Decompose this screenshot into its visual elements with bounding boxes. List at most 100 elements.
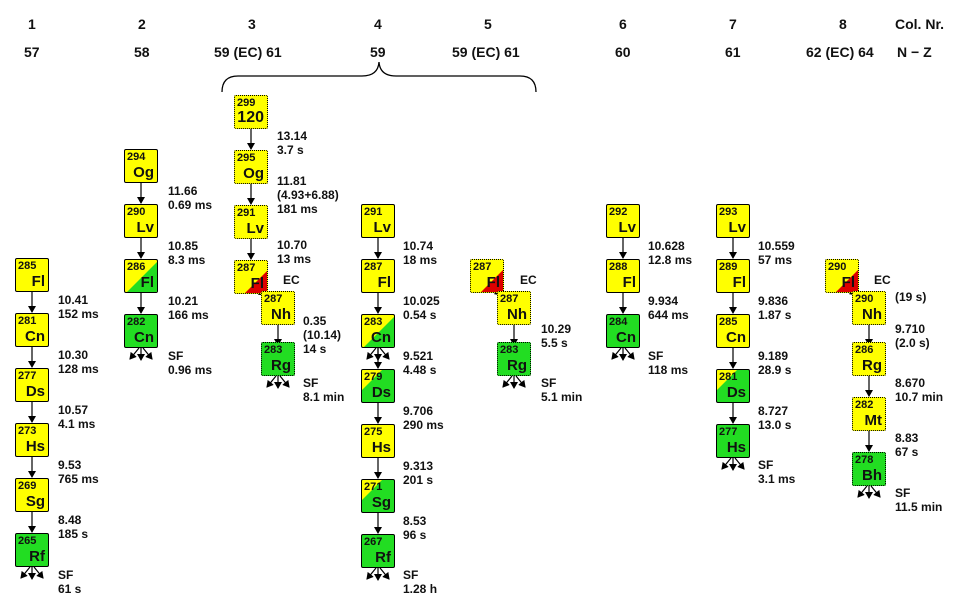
nuclide-red-fraction: [245, 271, 267, 293]
nuclide-red-fraction: [481, 270, 503, 292]
col-nr-3: 3: [248, 16, 256, 32]
ec-label: EC: [520, 273, 537, 287]
fission-arrow: [266, 375, 277, 388]
decay-time: 13.0 s: [758, 418, 792, 432]
decay-time: 181 ms: [277, 202, 318, 216]
decay-energy: SF: [403, 568, 419, 582]
nz-label: N − Z: [897, 44, 932, 60]
element-symbol: Cn: [25, 328, 45, 345]
element-symbol: Lv: [618, 219, 636, 236]
decay-energy: 11.66: [168, 184, 198, 198]
fission-arrow: [502, 375, 513, 388]
nz-2: 58: [134, 44, 150, 60]
decay-time: 118 ms: [648, 363, 689, 377]
decay-energy: 10.30: [58, 348, 89, 362]
decay-energy: 9.934: [648, 294, 679, 308]
element-symbol: Fl: [31, 273, 45, 290]
element-symbol: Hs: [25, 438, 45, 455]
element-symbol: Nh: [862, 306, 882, 323]
mass-number: 287: [237, 262, 256, 274]
mass-number: 287: [364, 261, 383, 273]
col-nr-1: 1: [28, 16, 36, 32]
decay-time: 96 s: [403, 528, 427, 542]
decay-energy: 10.559: [758, 239, 795, 253]
element-symbol: Rg: [271, 357, 291, 374]
col-nr-label: Col. Nr.: [895, 16, 945, 32]
fission-arrow: [379, 347, 390, 360]
element-symbol: Bh: [862, 467, 882, 484]
fission-arrow: [366, 567, 377, 580]
decay-energy: 10.41: [58, 293, 89, 307]
mass-number: 283: [500, 344, 519, 356]
decay-energy: 11.81: [277, 174, 307, 188]
decay-energy: 9.836: [758, 294, 789, 308]
element-symbol: Ds: [371, 384, 391, 401]
element-symbol: Fl: [377, 274, 391, 291]
element-symbol: Rf: [29, 548, 45, 565]
decay-energy: 0.35: [303, 314, 327, 328]
decay-extra: (10.14): [303, 328, 342, 342]
decay-energy: (19 s): [895, 290, 927, 304]
element-symbol: Fl: [622, 274, 636, 291]
decay-energy: SF: [895, 486, 911, 500]
element-symbol: Mt: [864, 412, 883, 429]
ec-label: EC: [283, 273, 300, 287]
decay-label: 9.710(2.0 s): [895, 322, 930, 350]
nz-5: 59 (EC) 61: [452, 44, 520, 60]
decay-time: 14 s: [303, 342, 327, 356]
fission-arrow: [33, 566, 44, 579]
decay-energy: 10.628: [648, 239, 685, 253]
col-nr-6: 6: [619, 16, 627, 32]
element-symbol: Fl: [250, 275, 264, 292]
decay-time: 166 ms: [168, 308, 209, 322]
element-symbol: Fl: [841, 274, 855, 291]
mass-number: 285: [18, 260, 37, 272]
element-symbol: Sg: [371, 494, 391, 511]
mass-number: 289: [719, 261, 738, 273]
element-symbol: Cn: [134, 329, 154, 346]
decay-energy: 10.21: [168, 294, 199, 308]
decay-time: 8.1 min: [303, 390, 345, 404]
mass-number: 290: [855, 293, 874, 305]
fission-arrow: [515, 375, 526, 388]
decay-time: 0.54 s: [403, 308, 437, 322]
fission-arrow: [129, 347, 140, 360]
fission-arrow: [870, 485, 881, 498]
element-symbol: Rg: [507, 357, 527, 374]
element-symbol: Lv: [136, 219, 154, 236]
decay-energy: SF: [58, 568, 74, 582]
fission-arrow: [611, 347, 622, 360]
mass-number: 281: [18, 315, 37, 327]
decay-time: 3.1 ms: [758, 472, 796, 486]
decay-time: (2.0 s): [895, 336, 930, 350]
nuclide-red-fraction: [836, 270, 858, 292]
fission-arrow: [721, 457, 732, 470]
col-nr-5: 5: [484, 16, 492, 32]
